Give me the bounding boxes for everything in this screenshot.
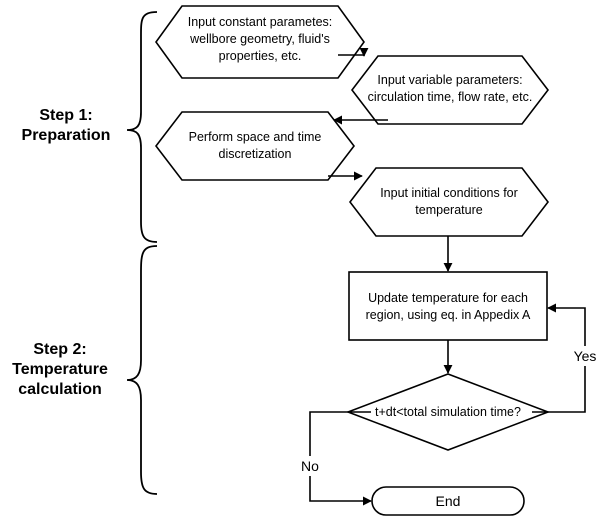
step1-brace — [126, 11, 158, 243]
arrow-constant-to-variable — [338, 47, 369, 57]
step2-subtitle-line2: calculation — [18, 381, 102, 398]
decision-node: t+dt<total simulation time? — [345, 373, 551, 451]
update-temperature-node: Update temperature for each region, usin… — [348, 271, 548, 341]
no-label-bg — [294, 456, 326, 476]
step2-subtitle-line1: Temperature — [12, 361, 108, 378]
constant-params-line1: Input constant parametes: — [188, 15, 333, 29]
variable-params-node: Input variable parameters: circulation t… — [350, 55, 550, 125]
yes-label: Yes — [574, 348, 597, 364]
step2-brace — [126, 245, 158, 495]
initial-conditions-line2: temperature — [415, 203, 482, 217]
variable-params-line1: Input variable parameters: — [377, 73, 522, 87]
update-temperature-line2: region, using eq. in Appedix A — [366, 308, 531, 322]
discretization-line1: Perform space and time — [189, 130, 322, 144]
yes-label-bg — [569, 346, 600, 366]
decision-label: t+dt<total simulation time? — [375, 405, 521, 419]
variable-params-line2: circulation time, flow rate, etc. — [368, 90, 533, 104]
no-label: No — [301, 458, 319, 474]
constant-params-line3: properties, etc. — [219, 49, 302, 63]
update-temperature-line1: Update temperature for each — [368, 291, 528, 305]
end-label: End — [436, 493, 461, 509]
step2-title: Step 2: — [33, 341, 86, 358]
constant-params-node: Input constant parametes: wellbore geome… — [155, 5, 365, 79]
end-node: End — [371, 486, 525, 516]
initial-conditions-node: Input initial conditions for temperature — [348, 167, 550, 237]
step1-title: Step 1: — [39, 107, 92, 124]
step1-subtitle: Preparation — [22, 127, 111, 144]
discretization-node: Perform space and time discretization — [154, 111, 356, 181]
discretization-line2: discretization — [219, 147, 292, 161]
constant-params-line2: wellbore geometry, fluid's — [189, 32, 330, 46]
initial-conditions-line1: Input initial conditions for — [380, 186, 518, 200]
